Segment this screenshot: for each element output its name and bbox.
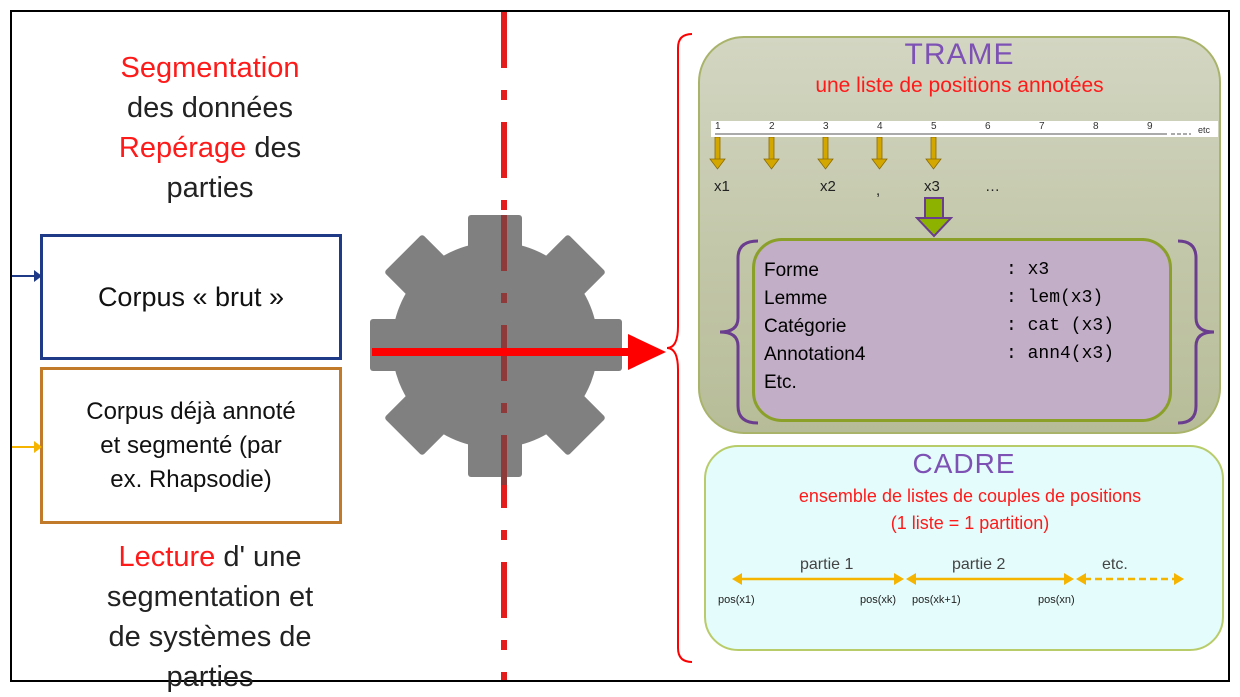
ruler-tick-9: 9 <box>1147 121 1153 132</box>
ruler-etc: etc <box>1198 125 1211 135</box>
x3-label: x3 <box>924 178 940 195</box>
ruler-tick-6: 6 <box>985 121 991 132</box>
ellipsis-label: … <box>985 178 1000 195</box>
ruler-tick-5: 5 <box>931 121 937 132</box>
partie-etc-label: etc. <box>1102 556 1128 573</box>
corpus-annote-line2: et segmenté (par <box>100 431 282 459</box>
cadre-subtitle-1: ensemble de listes de couples de positio… <box>798 486 1142 506</box>
input-arrow-brut <box>12 270 42 282</box>
attr-annotation4-value: : ann4(x3) <box>1006 344 1115 364</box>
ruler-line <box>715 133 1191 135</box>
green-down-arrow <box>915 197 954 238</box>
ruler-tick-4: 4 <box>877 121 883 132</box>
pos-xk: pos(xk) <box>860 594 897 606</box>
annotation-box <box>752 238 1172 422</box>
attr-annotation4-name: Annotation4 <box>764 344 866 365</box>
right-brace <box>666 33 693 663</box>
ruler-tick-1: 1 <box>715 121 721 132</box>
lecture-line2: segmentation et <box>106 581 314 613</box>
comma-label: , <box>876 182 881 199</box>
segmentation-rest: des données <box>126 92 294 124</box>
corpus-annote-box: Corpus déjà annoté et segmenté (par ex. … <box>40 367 342 524</box>
trame-subtitle: une liste de positions annotées <box>815 74 1104 97</box>
lecture-rest: d' une <box>215 541 302 573</box>
lecture-line4: parties <box>166 661 254 693</box>
reperage-rest: des <box>246 132 302 164</box>
ruler-tick-7: 7 <box>1039 121 1045 132</box>
pos-xn: pos(xn) <box>1038 594 1075 606</box>
attr-categorie-value: : cat (x3) <box>1006 316 1115 336</box>
cadre-subtitle-2: (1 liste = 1 partition) <box>890 513 1050 533</box>
x2-label: x2 <box>820 178 836 195</box>
lecture-text: Lecture d' une segmentation et de systèm… <box>60 537 360 697</box>
ruler-tick-2: 2 <box>769 121 775 132</box>
annotation-brackets <box>719 239 1215 425</box>
partie-2-label: partie 2 <box>952 556 1006 573</box>
attr-forme-value: : x3 <box>1006 260 1050 280</box>
lecture-word: Lecture <box>118 541 216 573</box>
cadre-panel <box>704 445 1224 651</box>
corpus-brut-box: Corpus « brut » <box>40 234 342 360</box>
segmentation-text: Segmentation des données Repérage des pa… <box>60 48 360 208</box>
partie-1-label: partie 1 <box>800 556 854 573</box>
attr-forme-name: Forme <box>764 260 819 281</box>
attr-categorie-name: Catégorie <box>764 316 847 337</box>
ruler-tick-3: 3 <box>823 121 829 132</box>
gear-icon <box>370 215 622 477</box>
position-ruler <box>711 121 1218 137</box>
ruler-tick-8: 8 <box>1093 121 1099 132</box>
corpus-annote-line3: ex. Rhapsodie) <box>110 465 272 493</box>
input-arrow-annote <box>12 441 42 453</box>
attr-etc-name: Etc. <box>764 372 797 393</box>
x1-label: x1 <box>714 178 730 195</box>
lecture-line3: de systèmes de <box>108 621 312 653</box>
corpus-brut-label: Corpus « brut » <box>97 281 285 312</box>
cadre-title: CADRE <box>912 448 1016 479</box>
pos-x1: pos(x1) <box>718 594 755 606</box>
segmentation-word: Segmentation <box>120 52 300 84</box>
attr-lemme-name: Lemme <box>764 288 828 309</box>
position-arrows <box>709 137 942 170</box>
trame-title: TRAME <box>904 38 1015 71</box>
process-arrow <box>372 334 666 370</box>
corpus-annote-line1: Corpus déjà annoté <box>86 397 296 425</box>
reperage-word: Repérage <box>118 132 247 164</box>
parties-word: parties <box>166 172 254 204</box>
partition-arrows <box>732 573 1184 585</box>
pos-xk-plus-1: pos(xk+1) <box>912 594 961 606</box>
attr-lemme-value: : lem(x3) <box>1006 288 1104 308</box>
